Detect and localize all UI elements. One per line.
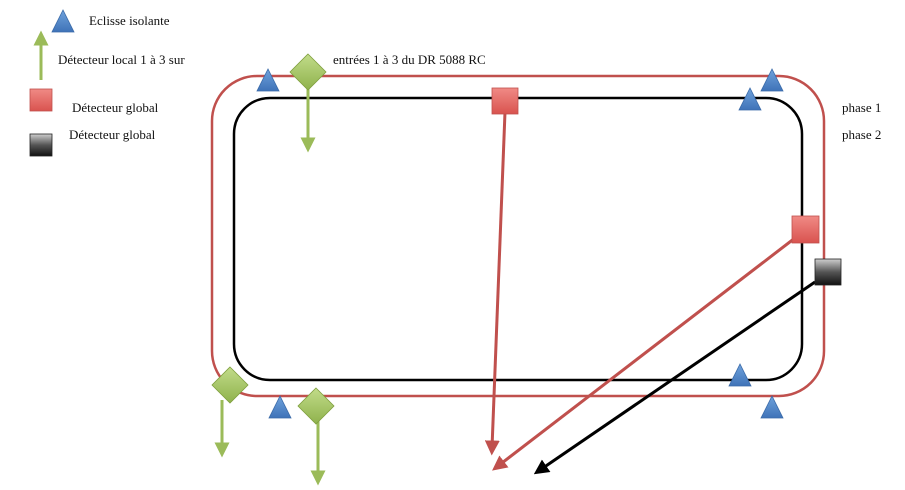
- local-detector-diamond-icon: [297, 387, 335, 425]
- phase1-track-label: phase 1: [842, 100, 882, 115]
- local-detector-diamond-icon: [211, 366, 249, 404]
- legend-insulator-triangle-icon: [51, 9, 75, 33]
- legend-local-detector-continuation: entrées 1 à 3 du DR 5088 RC: [333, 52, 486, 67]
- legend-global-detector-phase1-label: Détecteur global: [72, 100, 159, 115]
- global-detector-phase2-arrow: [533, 280, 816, 475]
- legend-global-detector-phase2-icon: [29, 133, 53, 157]
- legend-global-detector-phase2-label: Détecteur global: [69, 127, 156, 142]
- phase2-track-loop: [232, 96, 804, 382]
- insulator-triangle-icon: [738, 87, 762, 111]
- insulator-triangle-icon: [728, 363, 752, 387]
- global-detector-phase1-arrow-top: [484, 111, 507, 456]
- global-detector-phase2-square-icon: [814, 258, 842, 286]
- legend-local-detector-label: Détecteur local 1 à 3 sur: [58, 52, 185, 67]
- global-detector-phase1-square-icon: [791, 215, 820, 244]
- phase2-track-label: phase 2: [842, 127, 882, 142]
- insulator-triangle-icon: [268, 395, 292, 419]
- insulator-triangle-icon: [256, 68, 280, 92]
- global-detector-phase1-square-icon: [491, 87, 519, 115]
- global-detector-phase1-arrow-right: [492, 236, 796, 471]
- insulator-triangle-icon: [760, 395, 784, 419]
- local-detector-diamond-icon: [289, 53, 327, 91]
- legend-global-detector-phase1-icon: [29, 88, 53, 112]
- insulator-triangle-icon: [760, 68, 784, 92]
- phase1-track-loop: [210, 74, 826, 398]
- legend-insulator-label: Eclisse isolante: [89, 13, 170, 28]
